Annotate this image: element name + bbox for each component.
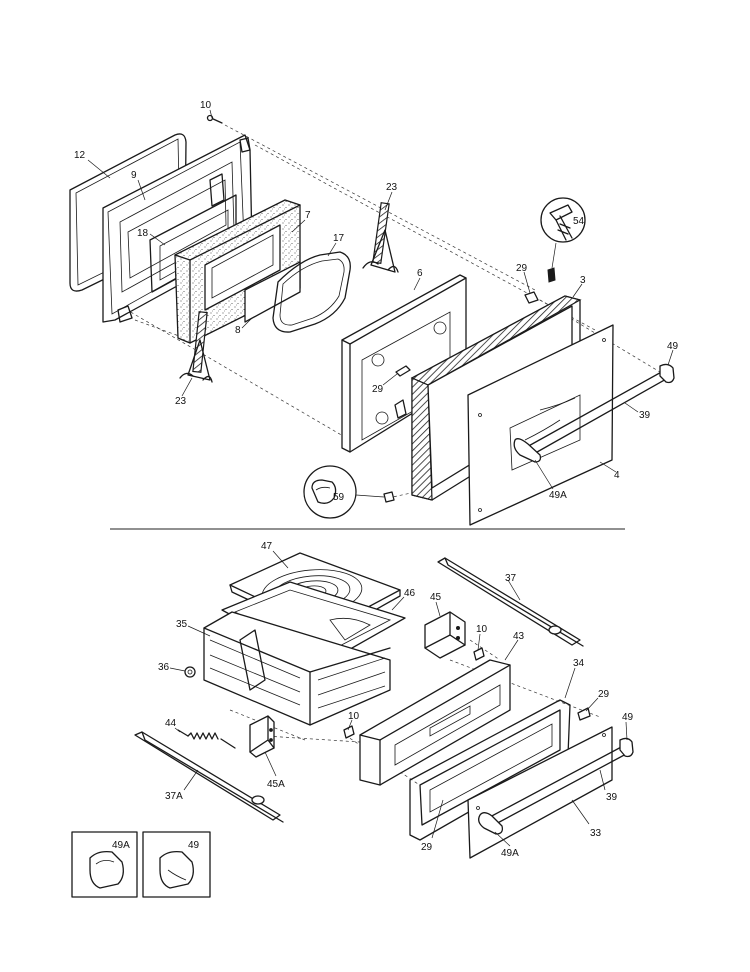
drawer-rail-37A <box>134 731 284 823</box>
callout-45A: 45A <box>267 779 285 790</box>
bracket-45A <box>249 715 275 758</box>
callout-29-c: 29 <box>598 689 610 700</box>
callout-29-a: 29 <box>372 384 384 395</box>
callout-18: 18 <box>137 228 149 239</box>
callout-8: 8 <box>235 325 241 336</box>
drawer-outer-panel-33 <box>467 726 613 859</box>
callout-labels: 10 12 9 18 7 17 8 23 23 6 29 29 3 54 49 … <box>74 100 679 859</box>
drawer-handle-39 <box>478 737 634 835</box>
callout-10-lower: 10 <box>348 711 360 722</box>
callout-45: 45 <box>430 592 442 603</box>
callout-23-upper: 23 <box>386 182 398 193</box>
leader-lines <box>87 109 674 847</box>
callout-6: 6 <box>417 268 423 279</box>
callout-49-upper: 49 <box>667 341 679 352</box>
window-gasket-17 <box>272 251 351 333</box>
callout-34: 34 <box>573 658 585 669</box>
callout-39-lower: 39 <box>606 792 618 803</box>
inset-49 <box>142 831 211 898</box>
bracket-45 <box>424 611 466 659</box>
callout-37A: 37A <box>165 791 183 802</box>
drawer-rail-37 <box>437 557 584 647</box>
callout-9: 9 <box>131 170 137 181</box>
pin-29-b <box>524 291 539 304</box>
callout-43: 43 <box>513 631 525 642</box>
callout-23-lower: 23 <box>175 396 187 407</box>
door-hinge-23-upper <box>362 202 399 273</box>
screw-10-upper <box>206 114 223 124</box>
callout-49A-upper: 49A <box>549 490 567 501</box>
drawer-body-35 <box>203 611 391 726</box>
callout-49-lower: 49 <box>622 712 634 723</box>
drawer-front-43 <box>359 659 511 786</box>
outer-door-panel-4 <box>467 324 614 526</box>
callout-17: 17 <box>333 233 345 244</box>
callout-44: 44 <box>165 718 177 729</box>
pin-29-a <box>395 365 411 377</box>
callout-36: 36 <box>158 662 170 673</box>
screw-54-detail <box>540 197 586 283</box>
inset-label-49A: 49A <box>112 840 130 851</box>
callout-10: 10 <box>200 100 212 111</box>
screw-10-mid <box>473 647 485 661</box>
callout-47: 47 <box>261 541 273 552</box>
drawer-spring-44 <box>177 729 236 749</box>
callout-49A-lower: 49A <box>501 848 519 859</box>
door-hinge-23-lower <box>179 311 213 383</box>
callout-4: 4 <box>614 470 620 481</box>
callout-29-d: 29 <box>421 842 433 853</box>
callout-46: 46 <box>404 588 416 599</box>
callout-37: 37 <box>505 573 517 584</box>
callout-39-upper: 39 <box>639 410 651 421</box>
inset-label-49: 49 <box>188 840 200 851</box>
callout-29-b: 29 <box>516 263 528 274</box>
pin-29-c <box>577 707 591 721</box>
callout-10-mid: 10 <box>476 624 488 635</box>
callout-12: 12 <box>74 150 86 161</box>
inset-49A <box>71 831 138 898</box>
callout-35: 35 <box>176 619 188 630</box>
door-handle-39 <box>513 363 675 463</box>
callout-3: 3 <box>580 275 586 286</box>
callout-59: 59 <box>333 492 345 503</box>
door-liner-7 <box>174 199 301 344</box>
door-glass-8 <box>244 261 301 323</box>
bumper-59-detail <box>303 465 395 519</box>
callout-54: 54 <box>573 216 585 227</box>
callout-7: 7 <box>305 210 311 221</box>
drawer-stop-36 <box>184 666 196 678</box>
callout-33: 33 <box>590 828 602 839</box>
